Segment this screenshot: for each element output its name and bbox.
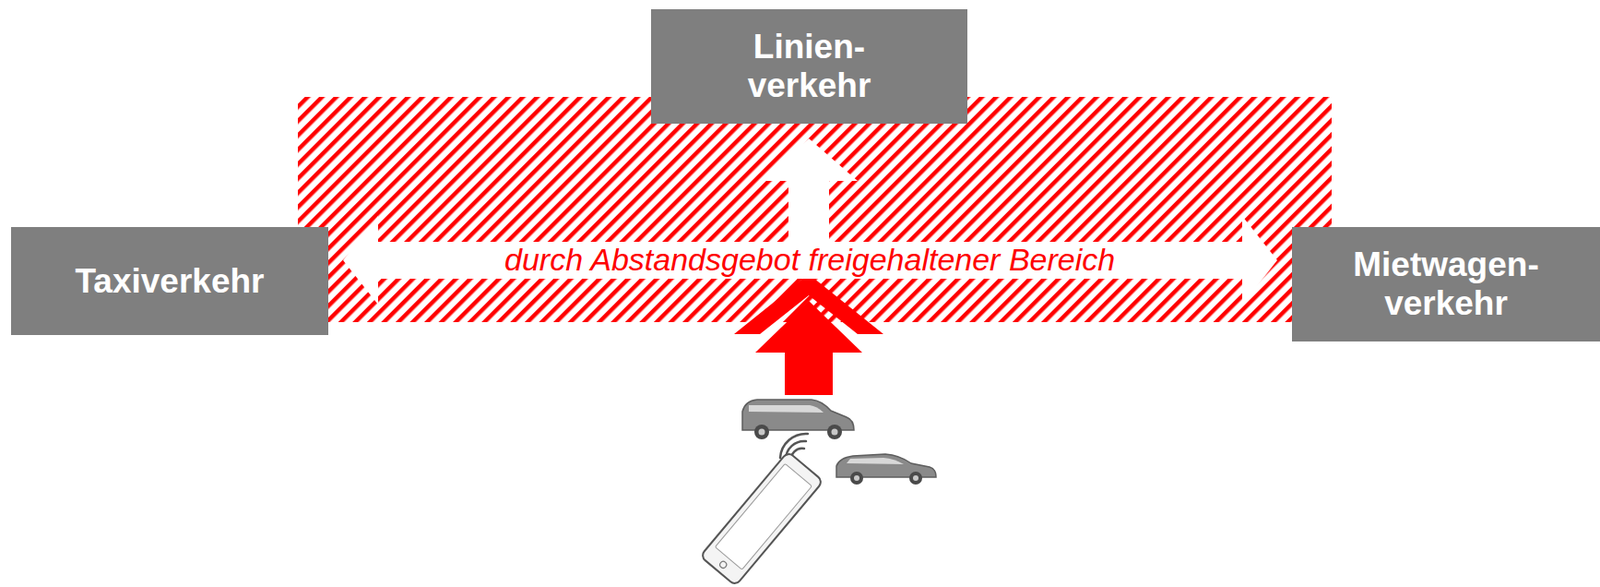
connector-arrow bbox=[343, 215, 1278, 305]
arrow-shaft bbox=[376, 241, 1245, 279]
process-box: Linien- verkehr bbox=[651, 9, 968, 124]
box-label: Taxiverkehr bbox=[75, 261, 265, 301]
car-icon bbox=[836, 453, 937, 485]
red-arrow bbox=[755, 300, 863, 395]
arrow-head bbox=[343, 215, 379, 305]
process-box: Taxiverkehr bbox=[11, 226, 329, 335]
phone-icon bbox=[699, 450, 823, 586]
van-icon bbox=[742, 399, 854, 439]
box-label: Linien- verkehr bbox=[747, 27, 872, 106]
process-box: Mietwagen- verkehr bbox=[1291, 226, 1600, 342]
edge-label: durch Abstandsgebot freigehaltener Berei… bbox=[500, 242, 1119, 277]
box-label: Mietwagen- verkehr bbox=[1352, 245, 1539, 323]
arrow-head bbox=[759, 138, 858, 181]
arrow-head bbox=[1242, 215, 1278, 305]
